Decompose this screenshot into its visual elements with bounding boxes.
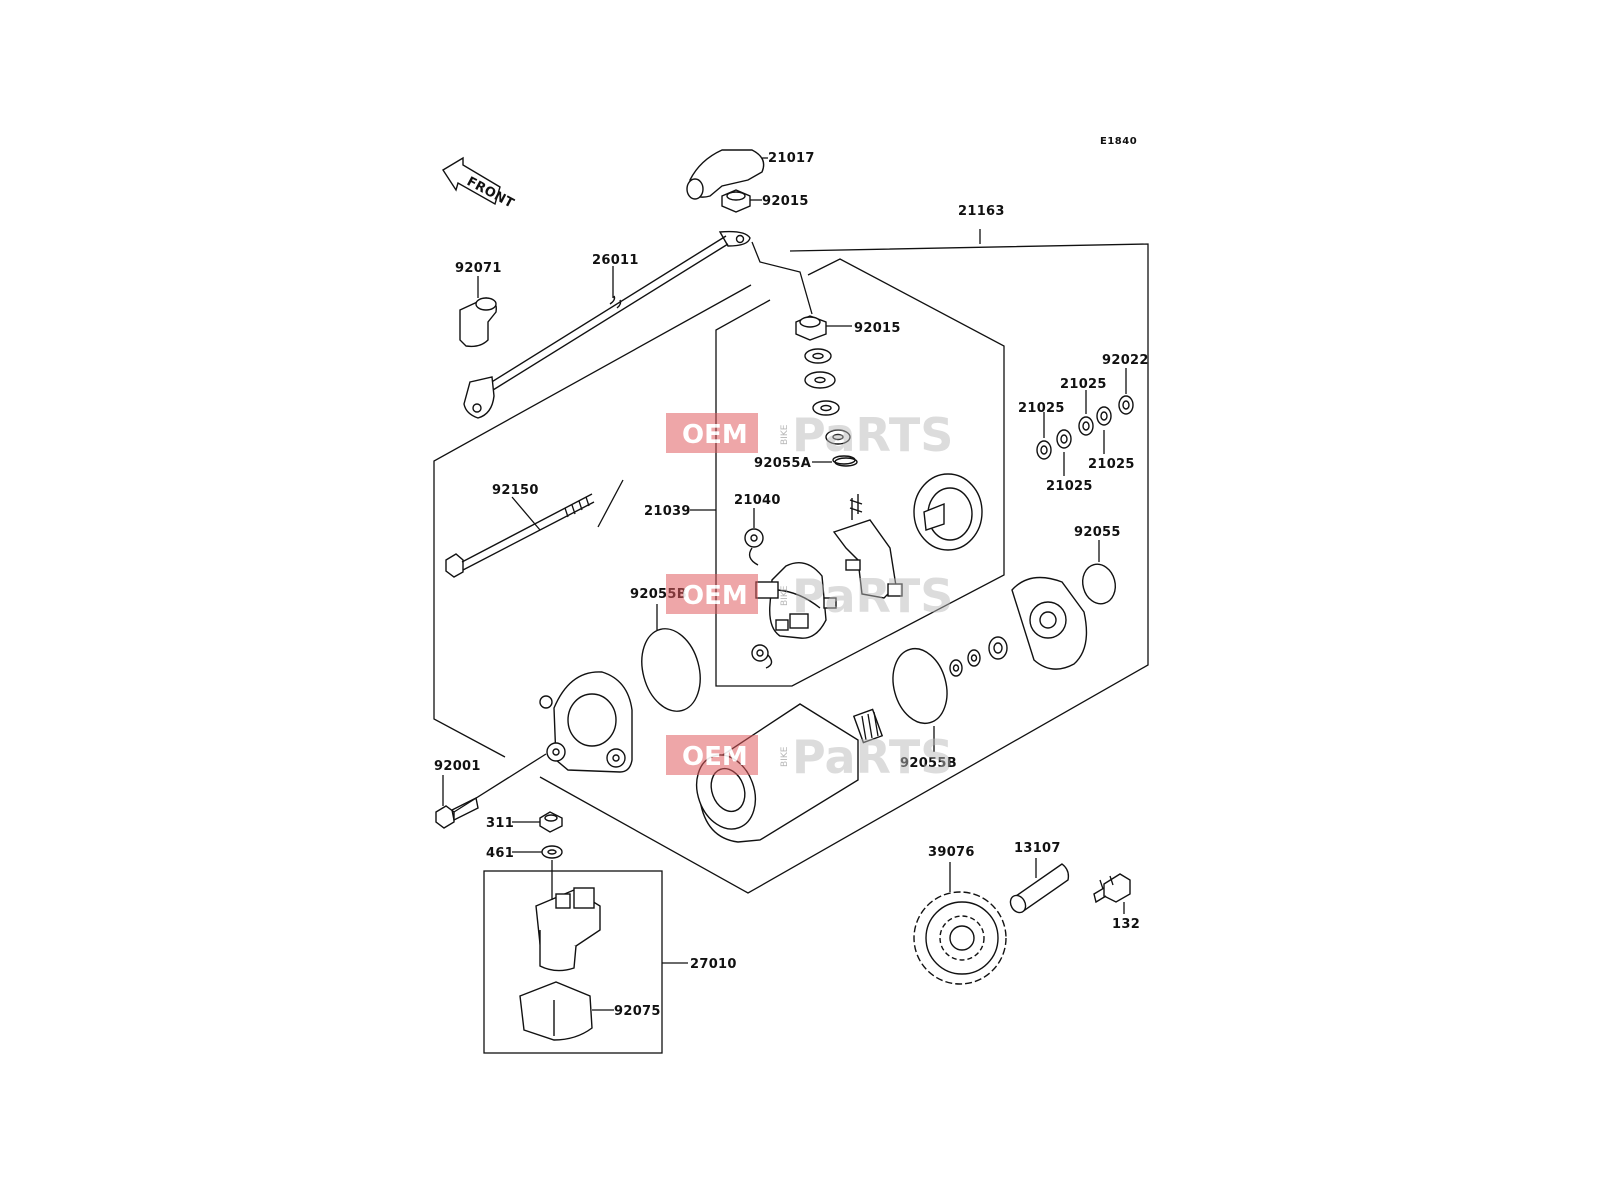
label-27010: 27010	[690, 957, 737, 972]
front-arrow-icon: FRONT	[442, 156, 516, 212]
label-92075: 92075	[614, 1004, 661, 1019]
label-21039: 21039	[644, 504, 691, 519]
label-13107: 13107	[1014, 841, 1061, 856]
o-ring-92055B-left	[641, 604, 701, 712]
label-92055: 92055	[1074, 525, 1121, 540]
diagram-code: E1840	[1100, 136, 1137, 147]
terminal-cap-21017	[686, 149, 768, 200]
label-92022: 92022	[1102, 353, 1149, 368]
label-39076: 39076	[928, 845, 975, 860]
nut-92015-mid	[795, 315, 852, 341]
svg-text:PaRTS: PaRTS	[792, 408, 953, 462]
assembly-outline-27010	[483, 870, 688, 1054]
label-92015-top: 92015	[762, 194, 809, 209]
label-92015-mid: 92015	[854, 321, 901, 336]
thrust-washers	[949, 636, 1008, 677]
label-21040: 21040	[734, 493, 781, 508]
gear-shaft-13107	[1009, 858, 1070, 914]
front-cover-housing	[539, 671, 633, 773]
label-21025-c: 21025	[1088, 457, 1135, 472]
label-21025-d: 21025	[1046, 479, 1093, 494]
bolt-92001	[435, 753, 547, 829]
watermark-2: OEM BIKE PaRTS	[666, 569, 953, 623]
end-cover	[1011, 576, 1088, 670]
starter-idle-gear-39076	[913, 862, 1007, 985]
label-92150: 92150	[492, 483, 539, 498]
svg-text:BIKE: BIKE	[780, 424, 790, 445]
label-311: 311	[486, 816, 514, 831]
label-21017: 21017	[768, 151, 815, 166]
label-92001: 92001	[434, 759, 481, 774]
yoke-shell	[913, 473, 983, 551]
svg-text:BIKE: BIKE	[780, 746, 790, 767]
label-132: 132	[1112, 917, 1140, 932]
o-ring-92055B-right	[892, 647, 948, 752]
label-461: 461	[486, 846, 514, 861]
label-21025-b: 21025	[1018, 401, 1065, 416]
brush-plate-21040	[744, 508, 837, 669]
label-92055B-right: 92055B	[900, 756, 957, 771]
o-ring-92055A	[834, 457, 858, 467]
label-21025-a: 21025	[1060, 377, 1107, 392]
front-label: FRONT	[464, 174, 516, 211]
washer-461	[512, 845, 563, 859]
label-92071: 92071	[455, 261, 502, 276]
svg-text:PaRTS: PaRTS	[792, 569, 953, 623]
svg-text:OEM: OEM	[682, 581, 748, 611]
nut-92015-top	[721, 189, 762, 213]
assembly-outline-21163	[433, 229, 1149, 894]
label-26011: 26011	[592, 253, 639, 268]
starter-cable-26011	[463, 230, 813, 419]
svg-text:OEM: OEM	[682, 742, 748, 772]
brush-holder	[832, 494, 903, 599]
starter-relay-27010	[535, 860, 601, 972]
svg-text:BIKE: BIKE	[780, 585, 790, 606]
o-ring-92055	[1082, 540, 1116, 605]
watermark-1: OEM BIKE PaRTS	[666, 408, 953, 462]
svg-text:PaRTS: PaRTS	[792, 730, 953, 784]
watermark-3: OEM BIKE PaRTS	[666, 730, 953, 784]
svg-text:OEM: OEM	[682, 420, 748, 450]
label-21163: 21163	[958, 204, 1005, 219]
nut-311	[512, 811, 563, 833]
label-92055A: 92055A	[754, 456, 811, 471]
washer-stack	[804, 348, 856, 465]
relay-cover-92075	[519, 981, 614, 1041]
terminal-cover-92071	[459, 276, 497, 348]
washers-21025	[1036, 368, 1134, 476]
through-bolt-92150	[445, 479, 624, 578]
assembly-outline-21039	[690, 258, 1005, 687]
bolt-132	[1093, 873, 1131, 914]
